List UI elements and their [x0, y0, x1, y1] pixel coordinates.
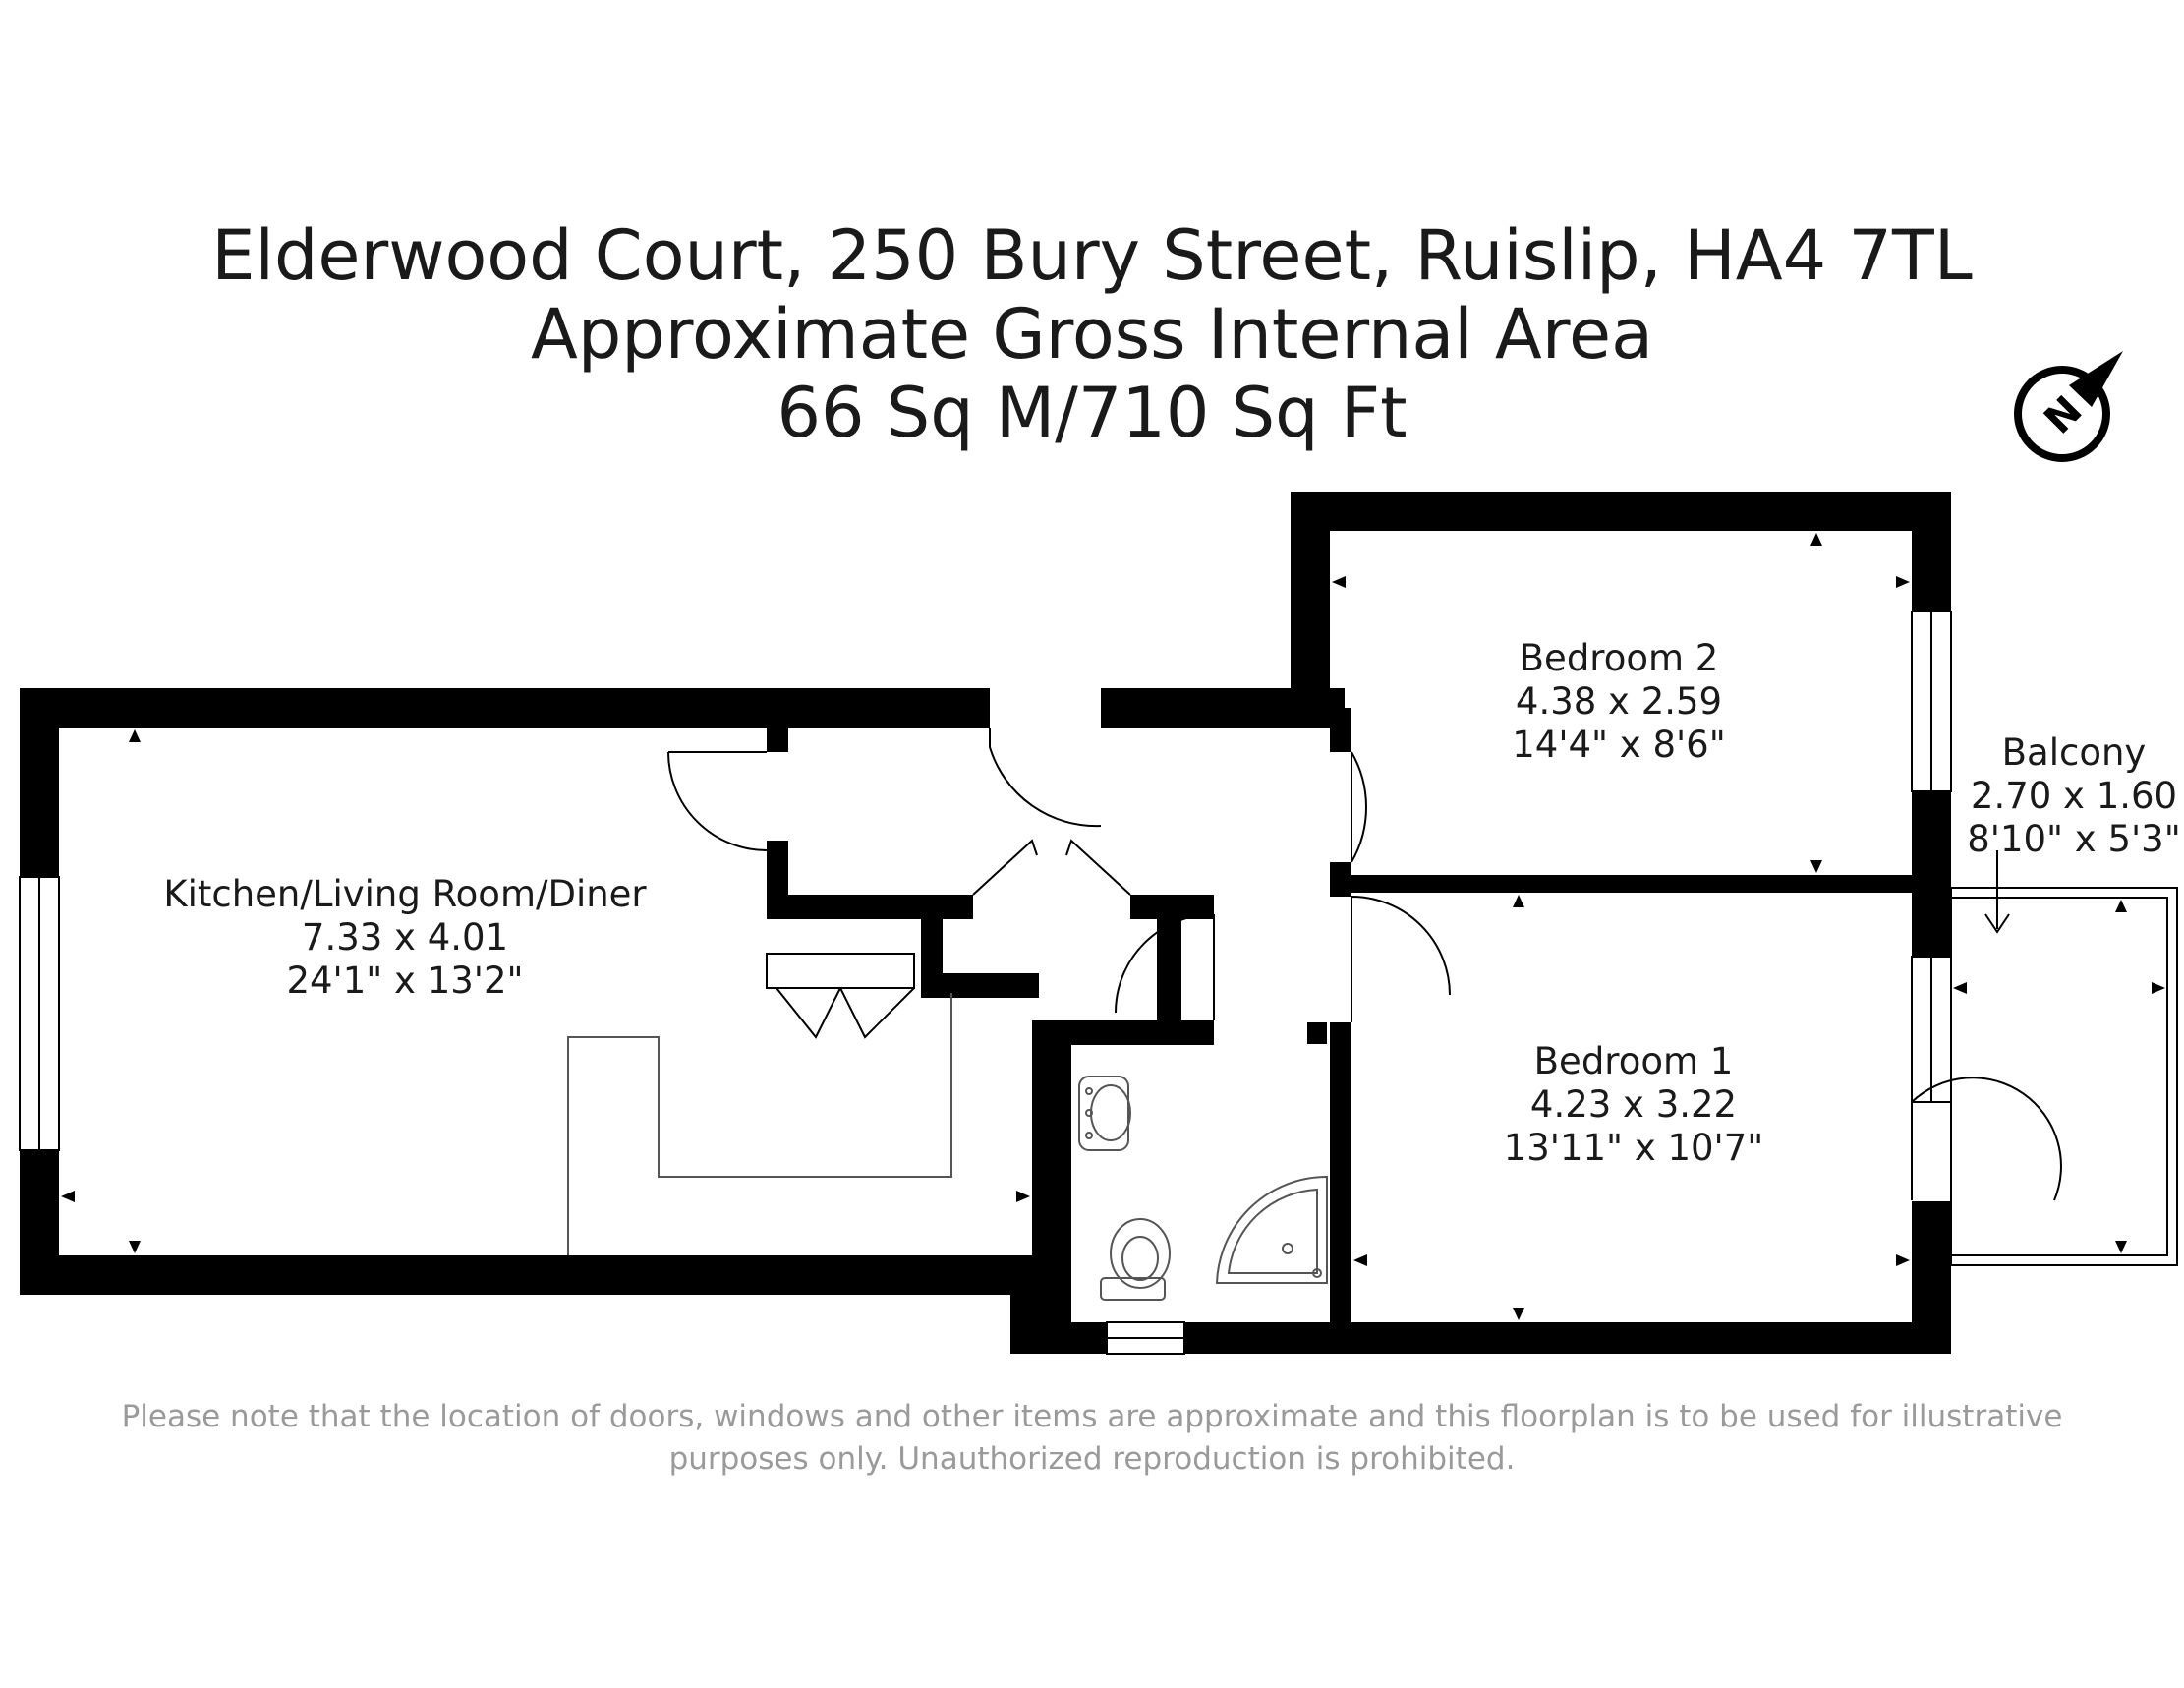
arrow-right-icon — [1896, 576, 1910, 588]
door-swing-entrance — [989, 728, 1102, 828]
wall — [1330, 875, 1951, 893]
wall — [1010, 1322, 1107, 1354]
disclaimer-line-1: Please note that the location of doors, … — [121, 1399, 2063, 1434]
north-arrow-icon: N — [2014, 351, 2123, 462]
dimension-arrows — [61, 533, 2165, 1320]
door-swing-bedroom-2 — [1351, 751, 1368, 863]
room-metric: 7.33 x 4.01 — [302, 916, 508, 959]
basin-icon — [1078, 1076, 1131, 1151]
toilet-icon — [1100, 1218, 1171, 1301]
arrow-right-icon — [2152, 982, 2165, 994]
room-imperial: 13'11" x 10'7" — [1504, 1127, 1764, 1169]
wall — [20, 688, 990, 728]
wall — [20, 1150, 59, 1258]
door-swing-balcony — [1911, 1077, 2062, 1201]
balcony — [1950, 887, 2178, 1266]
windows — [19, 611, 1952, 1355]
room-imperial: 24'1" x 13'2" — [286, 960, 523, 1002]
arrow-left-icon — [1332, 576, 1346, 588]
wall — [1307, 1022, 1327, 1044]
balcony-outline — [1950, 887, 2178, 1266]
disclaimer: Please note that the location of doors, … — [0, 1396, 2184, 1481]
room-name: Bedroom 1 — [1534, 1040, 1734, 1082]
arrow-left-icon — [61, 1191, 75, 1202]
wall — [921, 906, 943, 993]
room-labels: Kitchen/Living Room/Diner 7.33 x 4.01 24… — [163, 637, 2180, 1169]
area-subtitle: Approximate Gross Internal Area — [530, 294, 1653, 375]
wall — [1330, 708, 1351, 752]
room-metric: 4.38 x 2.59 — [1516, 680, 1722, 723]
arrow-down-icon — [1513, 1308, 1524, 1320]
door-swing-bathroom — [1115, 913, 1215, 1020]
arrow-right-icon — [1016, 1191, 1030, 1202]
wall — [20, 688, 59, 877]
arrow-up-icon — [1810, 533, 1822, 546]
arrow-down-icon — [2115, 1241, 2127, 1253]
wall — [1912, 791, 1951, 957]
arrow-up-icon — [129, 729, 141, 742]
room-metric: 2.70 x 1.60 — [1971, 775, 2177, 817]
room-bedroom-2: Bedroom 2 4.38 x 2.59 14'4" x 8'6" — [1512, 637, 1726, 766]
wall — [1291, 492, 1330, 728]
wall — [1912, 1201, 1951, 1354]
balcony-pointer — [1984, 850, 2010, 934]
shower-icon — [1215, 1175, 1328, 1284]
wall — [921, 973, 1039, 998]
arrow-left-icon — [1353, 1254, 1367, 1266]
walls — [20, 492, 1951, 1354]
kitchen-counter — [567, 993, 952, 1255]
cupboard-doors — [972, 839, 1131, 896]
arrow-up-icon — [1513, 895, 1524, 907]
doors — [667, 728, 2062, 1201]
room-balcony: Balcony 2.70 x 1.60 8'10" x 5'3" — [1967, 731, 2181, 860]
arrow-right-icon — [1896, 1254, 1910, 1266]
address-title: Elderwood Court, 250 Bury Street, Ruisli… — [211, 215, 1973, 296]
room-name: Kitchen/Living Room/Diner — [163, 873, 647, 915]
wall — [1157, 895, 1181, 1032]
wall — [1291, 492, 1951, 531]
door-swing-bedroom-1 — [1351, 896, 1451, 1022]
wall — [20, 1255, 1055, 1295]
room-metric: 4.23 x 3.22 — [1530, 1083, 1737, 1126]
counter-outline — [567, 993, 952, 1255]
room-bedroom-1: Bedroom 1 4.23 x 3.22 13'11" x 10'7" — [1504, 1040, 1764, 1169]
cupboard-doors-kitchen — [766, 953, 915, 1039]
wall — [1912, 492, 1951, 611]
room-name: Balcony — [2002, 731, 2147, 774]
wall — [1032, 1020, 1214, 1045]
arrow-down-icon — [129, 1241, 141, 1253]
area-value: 66 Sq M/710 Sq Ft — [776, 373, 1408, 453]
bathroom-fixtures — [1078, 1076, 1328, 1301]
arrow-down-icon — [1810, 860, 1822, 873]
room-kitchen-living-diner: Kitchen/Living Room/Diner 7.33 x 4.01 24… — [163, 873, 647, 1002]
wall — [767, 723, 788, 752]
disclaimer-line-2: purposes only. Unauthorized reproduction… — [668, 1441, 1516, 1477]
room-imperial: 14'4" x 8'6" — [1512, 724, 1726, 766]
door-swing-hall — [667, 751, 768, 851]
room-name: Bedroom 2 — [1520, 637, 1719, 679]
balcony-rail — [1950, 897, 2168, 1256]
wall — [1184, 1322, 1951, 1354]
title-block: Elderwood Court, 250 Bury Street, Ruisli… — [0, 216, 2184, 452]
arrow-up-icon — [2115, 900, 2127, 912]
wall — [1330, 1022, 1351, 1322]
room-imperial: 8'10" x 5'3" — [1967, 818, 2181, 860]
arrow-left-icon — [1953, 982, 1967, 994]
